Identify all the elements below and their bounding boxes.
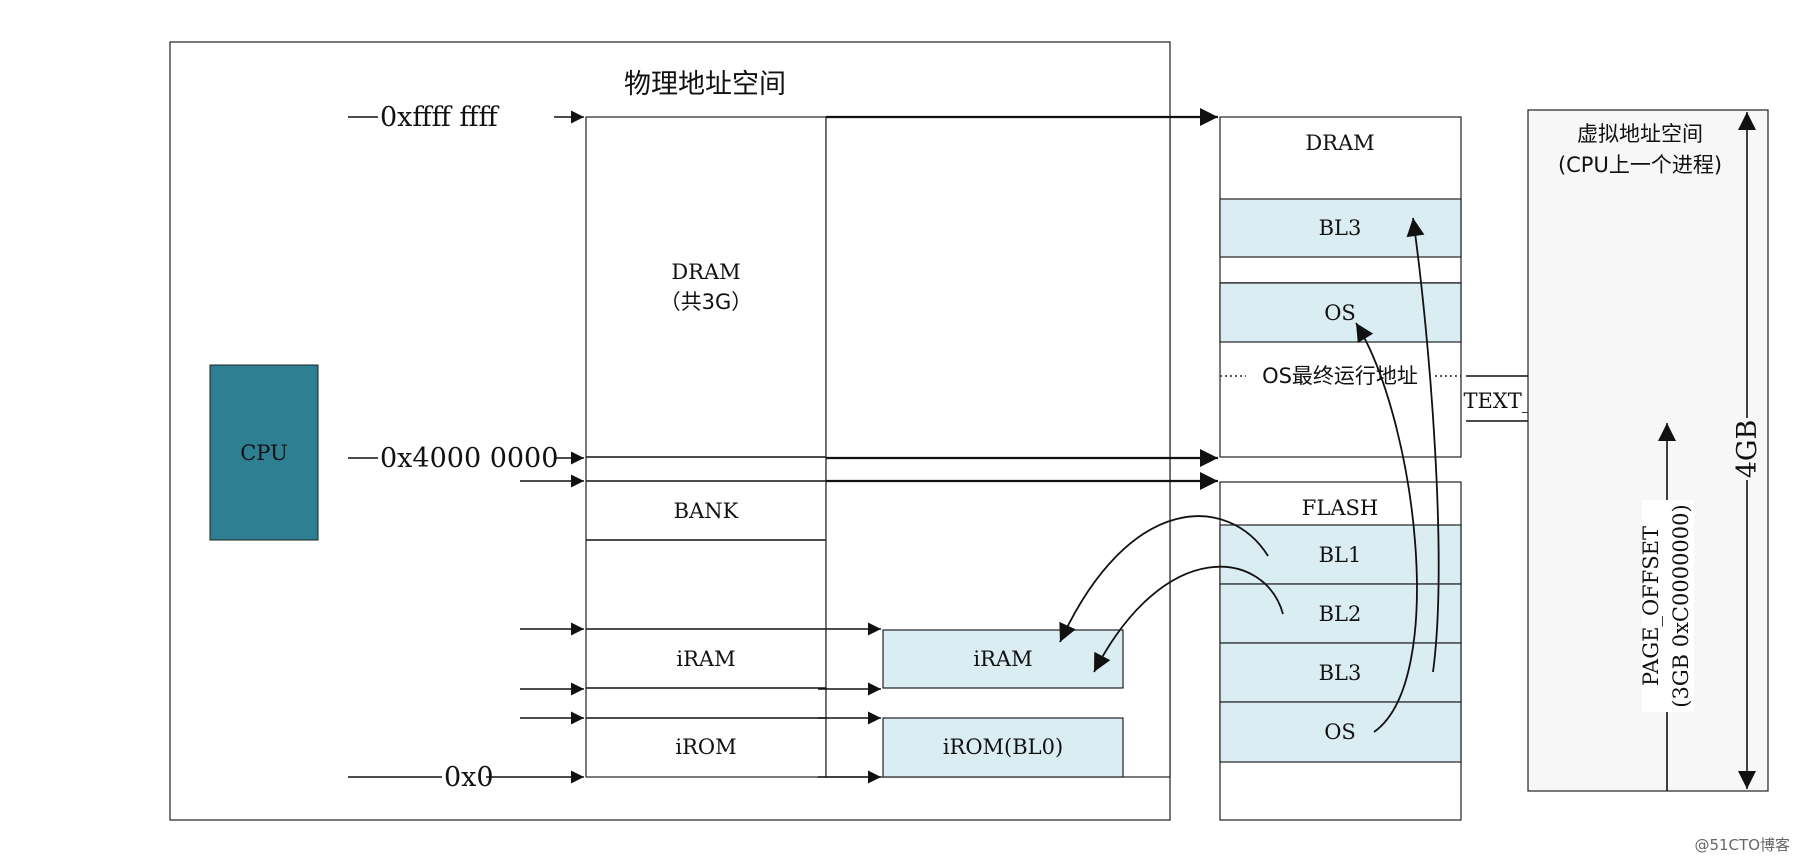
os-final-label: OS最终运行地址 [1262, 364, 1418, 388]
addr-top-label: 0xffff ffff [380, 102, 500, 133]
onchip-iram-label: iRAM [973, 647, 1032, 671]
cpu-label: CPU [240, 441, 288, 465]
watermark: @51CTO博客 [1694, 836, 1790, 854]
size-label: 4GB [1732, 420, 1763, 479]
curve-os-to-dram-os [1355, 322, 1418, 733]
addr-mid-label: 0x4000 0000 [380, 443, 558, 474]
flash-os-region [1219, 701, 1462, 763]
curve-bl3-to-dram-bl3 [1406, 217, 1440, 673]
curve-bl1-to-iram [1059, 515, 1269, 643]
phys-iram-label: iRAM [676, 647, 735, 671]
phys-dram-size: （共3G） [660, 290, 753, 314]
flash-os-label: OS [1324, 720, 1356, 744]
dram-os-label: OS [1324, 301, 1356, 325]
flash-bl1-region [1219, 524, 1462, 585]
virtual-space-subtitle: (CPU上一个进程) [1558, 153, 1722, 177]
size-label-bg [1734, 418, 1760, 480]
virtual-space-title: 虚拟地址空间 [1577, 122, 1703, 146]
phys-dram-label: DRAM [671, 260, 740, 284]
os-final-label-bg [1246, 362, 1432, 388]
page-offset-value: (3GB 0xC0000000) [1669, 504, 1693, 707]
page-offset-label: PAGE_OFFSET [1639, 526, 1663, 686]
dram-os-region [1219, 282, 1462, 343]
flash-title: FLASH [1302, 496, 1378, 520]
dram-title: DRAM [1305, 131, 1374, 155]
page-offset-label-bg [1642, 500, 1694, 712]
curve-bl2-to-iram [1093, 565, 1284, 673]
phys-column [585, 116, 827, 778]
onchip-iram-box [882, 629, 1124, 689]
dram-bl3-label: BL3 [1319, 216, 1362, 240]
cpu-block [209, 364, 319, 541]
flash-bl2-label: BL2 [1319, 602, 1362, 626]
flash-bl3-label: BL3 [1319, 661, 1362, 685]
onchip-irom-box [882, 717, 1124, 778]
phys-bank-label: BANK [674, 499, 739, 523]
phys-irom-label: iROM [675, 735, 736, 759]
physical-space-title: 物理地址空间 [624, 69, 786, 100]
onchip-irom-label: iROM(BL0) [943, 735, 1063, 759]
flash-bl2-region [1219, 583, 1462, 644]
flash-bl3-region [1219, 642, 1462, 703]
addr-bottom-label: 0x0 [444, 762, 494, 793]
flash-bl1-label: BL1 [1319, 543, 1362, 567]
